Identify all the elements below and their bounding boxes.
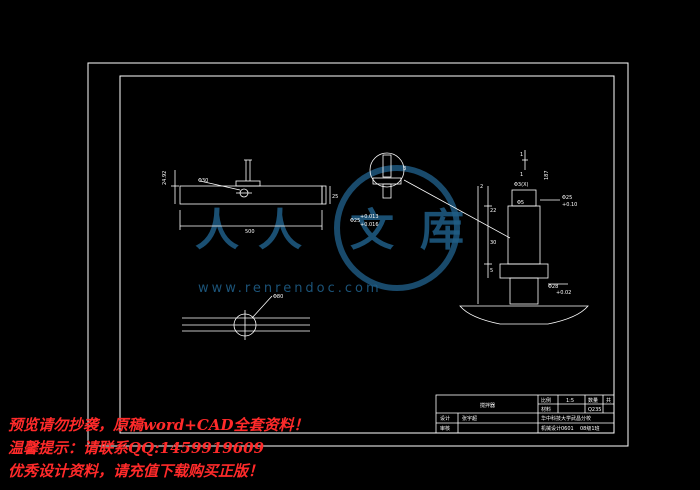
dim-v3: 30 <box>490 240 496 246</box>
outer-border <box>87 62 629 447</box>
dim-fit-lower: +0.016 <box>360 222 379 228</box>
dim-height-left: 24.92 <box>162 171 168 185</box>
dim-length-bottom: 500 <box>245 229 255 235</box>
front-view-hub <box>235 180 261 187</box>
top-view-leader <box>251 295 273 319</box>
detail-leader-line <box>403 179 511 239</box>
title-block-scale-label: 比例 <box>541 397 551 404</box>
dim-tol-right-top: +0.10 <box>562 202 577 208</box>
front-view <box>171 159 331 230</box>
title-block-name: 搅拌器 <box>480 402 495 409</box>
title-block-school: 华中科技大学武昌分校 <box>541 415 591 422</box>
dim-callout-center: Φ80 <box>273 294 283 300</box>
title-block-designer-label: 设计 <box>440 415 450 422</box>
dim-height-right: 187 <box>544 170 550 180</box>
dim-label-s: Φ3(X) <box>514 182 528 188</box>
dim-label-right-top: Φ25 <box>562 195 572 201</box>
dim-small-right: 3 <box>403 166 406 172</box>
dim-fit-left: Φ25 <box>350 218 360 224</box>
notice-line-3: 优秀设计资料，请充值下载购买正版！ <box>8 462 264 480</box>
dim-side-small: 25 <box>332 194 338 200</box>
callout-leader <box>199 180 241 191</box>
detail-stem <box>509 277 539 305</box>
watermark-char-4: 库 <box>420 205 464 256</box>
title-block-checker-label: 审核 <box>440 425 450 432</box>
watermark-char-2: 人 <box>258 205 302 256</box>
top-view <box>182 295 310 340</box>
dim-tol-right-bottom: +0.02 <box>556 290 571 296</box>
dim-label-c: Φ5 <box>517 200 524 206</box>
hub-section-shaft <box>382 154 392 178</box>
dim-sec-marker-bottom: 1 <box>520 172 523 178</box>
watermark-url: www.renrendoc.com <box>198 281 382 296</box>
watermark: 人 人 文 库 www.renrendoc.com <box>195 165 464 296</box>
title-block-class: 08级1班 <box>580 425 600 432</box>
title-block <box>435 394 615 434</box>
front-view-body <box>179 185 323 205</box>
watermark-char-1: 人 <box>195 205 239 256</box>
inner-border <box>119 75 615 434</box>
watermark-char-3: 文 <box>350 205 394 256</box>
dim-callout-top-left: Φ30 <box>198 178 208 184</box>
hub-section-collar <box>372 177 402 185</box>
watermark-ring <box>334 165 460 291</box>
hub-section <box>369 152 511 239</box>
dim-fit-upper: +0.013 <box>360 214 379 220</box>
dim-v1: 2 <box>480 184 483 190</box>
hub-section-circle <box>369 152 405 188</box>
title-block-frame <box>435 394 615 434</box>
title-block-material-value: Q235 <box>588 407 601 413</box>
dim-v4: 5 <box>490 268 493 274</box>
dim-v2: 22 <box>490 208 496 214</box>
dim-sec-marker-top: 1 <box>520 152 523 158</box>
notice-line-1: 预览请勿抄袭，原稿word+CAD全套资料！ <box>8 416 309 434</box>
front-view-end-cap <box>321 185 327 205</box>
title-block-qty-label: 数量 <box>588 397 598 404</box>
detail-base-blade <box>459 305 589 325</box>
detail-lower-block <box>499 263 549 279</box>
title-block-scale-value: 1:5 <box>566 398 574 404</box>
title-block-material-label: 材料 <box>541 406 551 413</box>
detail-view <box>459 150 589 325</box>
notice-line-2: 温馨提示：请联系QQ:1459919609 <box>8 439 265 457</box>
detail-main-block <box>507 205 541 265</box>
title-block-sheet: 共 <box>606 397 611 404</box>
dim-label-right-bottom: Φ28 <box>548 284 558 290</box>
title-block-drawn: 张宇超 <box>462 415 477 422</box>
title-block-code: 机械设计0601 <box>541 425 574 432</box>
hub-section-stem <box>382 183 392 199</box>
